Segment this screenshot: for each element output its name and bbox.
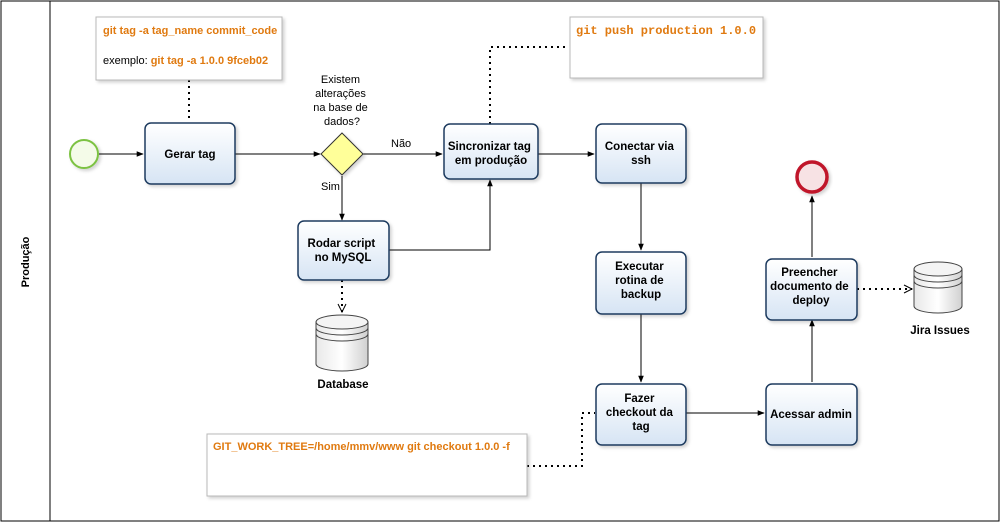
datastore-database-label: Database: [317, 379, 368, 391]
gateway-diamond[interactable]: [320, 132, 364, 176]
task-executar-backup[interactable]: Executar rotina de backup: [595, 251, 687, 315]
decision-gateway[interactable]: Existem alterações na base de dados?: [313, 74, 371, 176]
annotation-git-tag-command: git tag -a tag_name commit_code: [103, 25, 277, 37]
task-preencher-label: Preencher documento de deploy: [770, 267, 852, 307]
task-fazer-checkout-label: Fazer checkout da tag: [606, 393, 676, 433]
task-executar-backup-label: Executar rotina de backup: [615, 261, 667, 301]
annotation-git-tag-example: exemplo: git tag -a 1.0.0 9fceb02: [103, 55, 268, 67]
lane-title: Produção: [20, 236, 32, 287]
task-conectar-ssh[interactable]: Conectar via ssh: [595, 123, 687, 184]
annotation-git-checkout: GIT_WORK_TREE=/home/mmv/www git checkout…: [206, 433, 528, 497]
task-sincronizar-label: Sincronizar tag em produção: [448, 141, 534, 167]
assoc-push-note: [489, 46, 568, 124]
datastore-database[interactable]: Database: [315, 314, 369, 391]
assoc-jira-arrowhead: [903, 284, 914, 294]
task-gerar-tag-label: Gerar tag: [164, 149, 215, 161]
flow-label-sim: Sim: [321, 181, 340, 193]
datastore-jira[interactable]: Jira Issues: [910, 261, 970, 337]
assoc-checkout-note: [527, 412, 595, 467]
task-preencher-documento[interactable]: Preencher documento de deploy: [765, 258, 858, 321]
annotation-git-push-command: git push production 1.0.0: [576, 24, 756, 38]
annotation-git-push: git push production 1.0.0: [569, 16, 764, 79]
start-event[interactable]: [69, 139, 99, 169]
annotation-git-checkout-command: GIT_WORK_TREE=/home/mmv/www git checkout…: [213, 441, 510, 453]
flow-rodar-to-sincronizar: [389, 179, 493, 251]
end-event[interactable]: [795, 160, 829, 194]
task-conectar-label: Conectar via ssh: [605, 141, 677, 167]
sequence-flows: [99, 151, 815, 416]
flow-label-nao: Não: [391, 138, 411, 150]
task-acessar-admin[interactable]: Acessar admin: [765, 383, 858, 446]
task-rodar-script-label: Rodar script no MySQL: [308, 238, 379, 264]
gateway-question: Existem alterações na base de dados?: [313, 74, 371, 128]
task-fazer-checkout[interactable]: Fazer checkout da tag: [595, 383, 687, 446]
assoc-database-arrowhead: [337, 303, 347, 314]
task-sincronizar-tag[interactable]: Sincronizar tag em produção: [443, 123, 539, 180]
associations: [188, 46, 912, 467]
annotation-git-tag: git tag -a tag_name commit_code exemplo:…: [95, 16, 283, 81]
task-acessar-admin-label: Acessar admin: [770, 409, 852, 421]
task-rodar-script[interactable]: Rodar script no MySQL: [297, 220, 390, 281]
task-gerar-tag[interactable]: Gerar tag: [144, 122, 236, 185]
datastore-jira-label: Jira Issues: [910, 325, 969, 337]
